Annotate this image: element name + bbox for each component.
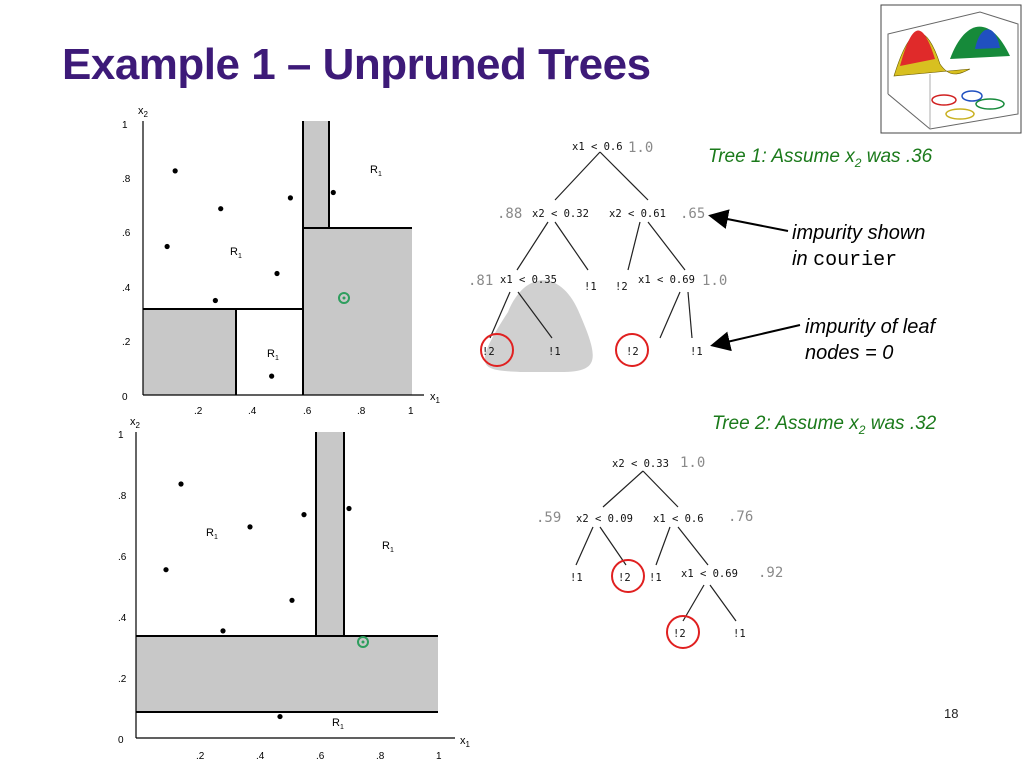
data-point xyxy=(218,206,223,211)
svg-text:.2: .2 xyxy=(122,337,131,348)
data-point xyxy=(269,374,274,379)
tree2-root-node: x2 < 0.33 xyxy=(612,458,669,470)
tree1-left-left-impurity: .81 xyxy=(468,273,493,289)
pruned-subtree-highlight xyxy=(485,280,593,372)
data-point xyxy=(165,244,170,249)
svg-text:.8: .8 xyxy=(122,174,131,185)
tree1-right-node: x2 < 0.61 xyxy=(609,208,666,220)
y-tick-labels: .2 .4 .6 .8 1 xyxy=(118,430,127,685)
svg-text:.4: .4 xyxy=(256,751,265,762)
tree2-leaf: !1 xyxy=(733,628,746,640)
x-axis-label: x1 xyxy=(430,391,441,405)
tree2-leaf: !2 xyxy=(618,572,631,584)
svg-text:1: 1 xyxy=(436,751,442,762)
tree2-right-right-node: x1 < 0.69 xyxy=(681,568,738,580)
shaded-region-strip xyxy=(316,432,344,636)
tree1-left-impurity: .88 xyxy=(497,206,522,222)
data-point xyxy=(173,168,178,173)
tree2-root-impurity: 1.0 xyxy=(680,455,705,471)
svg-text:.6: .6 xyxy=(316,751,325,762)
svg-text:1: 1 xyxy=(122,120,128,131)
svg-text:.6: .6 xyxy=(122,228,131,239)
data-point xyxy=(178,481,183,486)
tree2-leaf: !1 xyxy=(570,572,583,584)
origin-label: 0 xyxy=(122,392,128,403)
annotation-arrows xyxy=(700,200,810,360)
origin-label: 0 xyxy=(118,735,124,746)
tree1-leaf: !2 xyxy=(482,346,495,358)
data-point xyxy=(346,506,351,511)
data-point xyxy=(288,195,293,200)
arrow-to-impurity xyxy=(712,216,788,231)
page-number: 18 xyxy=(944,706,958,721)
svg-text:R1: R1 xyxy=(370,164,382,178)
svg-text:R1: R1 xyxy=(230,246,242,260)
y-axis-label: x2 xyxy=(138,105,149,119)
tree2-left-impurity: .59 xyxy=(536,510,561,526)
svg-text:.8: .8 xyxy=(376,751,385,762)
data-point xyxy=(277,714,282,719)
tree1-left-left-node: x1 < 0.35 xyxy=(500,274,557,286)
svg-text:R1: R1 xyxy=(332,717,344,731)
svg-text:.8: .8 xyxy=(118,491,127,502)
data-point xyxy=(301,512,306,517)
tree1-leaf: !2 xyxy=(626,346,639,358)
x-axis-label: x1 xyxy=(460,735,471,749)
tree2-leaf: !1 xyxy=(649,572,662,584)
partition-plot-1: x2 x1 0 .2 .4 .6 .8 1 .2 .4 .6 .8 1 R1 R… xyxy=(110,100,460,420)
svg-text:R1: R1 xyxy=(382,540,394,554)
tree1-left-node: x2 < 0.32 xyxy=(532,208,589,220)
tree2-right-node: x1 < 0.6 xyxy=(653,513,704,525)
data-point xyxy=(220,628,225,633)
y-tick-labels: .2 .4 .6 .8 1 xyxy=(122,120,131,348)
partition-plot-2: x2 x1 0 .2 .4 .6 .8 1 .2 .4 .6 .8 1 R1 R… xyxy=(110,412,480,762)
tree1-right-right-node: x1 < 0.69 xyxy=(638,274,695,286)
tree1-leaf: !2 xyxy=(615,281,628,293)
shaded-region-bottom-left xyxy=(143,309,236,395)
tree2-left-node: x2 < 0.09 xyxy=(576,513,633,525)
svg-text:R1: R1 xyxy=(206,527,218,541)
3d-surface-plot-icon xyxy=(880,4,1022,134)
x-tick-labels: .2 .4 .6 .8 1 xyxy=(196,751,442,762)
arrow-to-leaf xyxy=(714,325,800,345)
y-axis-label: x2 xyxy=(130,416,141,430)
svg-text:.2: .2 xyxy=(118,674,127,685)
shaded-region-strip xyxy=(303,121,329,228)
tree1-root-node: x1 < 0.6 xyxy=(572,141,623,153)
svg-text:R1: R1 xyxy=(267,348,279,362)
data-point xyxy=(274,271,279,276)
tree2-right-impurity: .76 xyxy=(728,509,753,525)
data-point xyxy=(331,190,336,195)
tree2-caption: Tree 2: Assume x2 was .32 xyxy=(712,413,936,437)
svg-text:.4: .4 xyxy=(118,613,127,624)
shaded-region-right xyxy=(303,228,412,395)
data-point xyxy=(289,598,294,603)
impurity-shown-note: impurity shown in courier xyxy=(792,220,925,274)
data-point xyxy=(163,567,168,572)
decision-tree-2: x2 < 0.33 1.0 x2 < 0.09 .59 x1 < 0.6 .76… xyxy=(528,445,798,655)
data-point xyxy=(213,298,218,303)
leaf-impurity-note: impurity of leaf nodes = 0 xyxy=(805,314,935,366)
tree2-right-right-impurity: .92 xyxy=(758,565,783,581)
tree1-root-impurity: 1.0 xyxy=(628,140,653,156)
svg-text:.4: .4 xyxy=(122,283,131,294)
tree1-caption: Tree 1: Assume x2 was .36 xyxy=(708,146,932,170)
svg-text:1: 1 xyxy=(118,430,124,441)
tree2-leaf: !2 xyxy=(673,628,686,640)
shaded-region-band xyxy=(136,636,438,712)
svg-text:.2: .2 xyxy=(196,751,205,762)
tree1-leaf: !1 xyxy=(548,346,561,358)
data-point xyxy=(247,524,252,529)
svg-text:.6: .6 xyxy=(118,552,127,563)
tree1-leaf: !1 xyxy=(584,281,597,293)
slide-title: Example 1 – Unpruned Trees xyxy=(62,40,651,90)
